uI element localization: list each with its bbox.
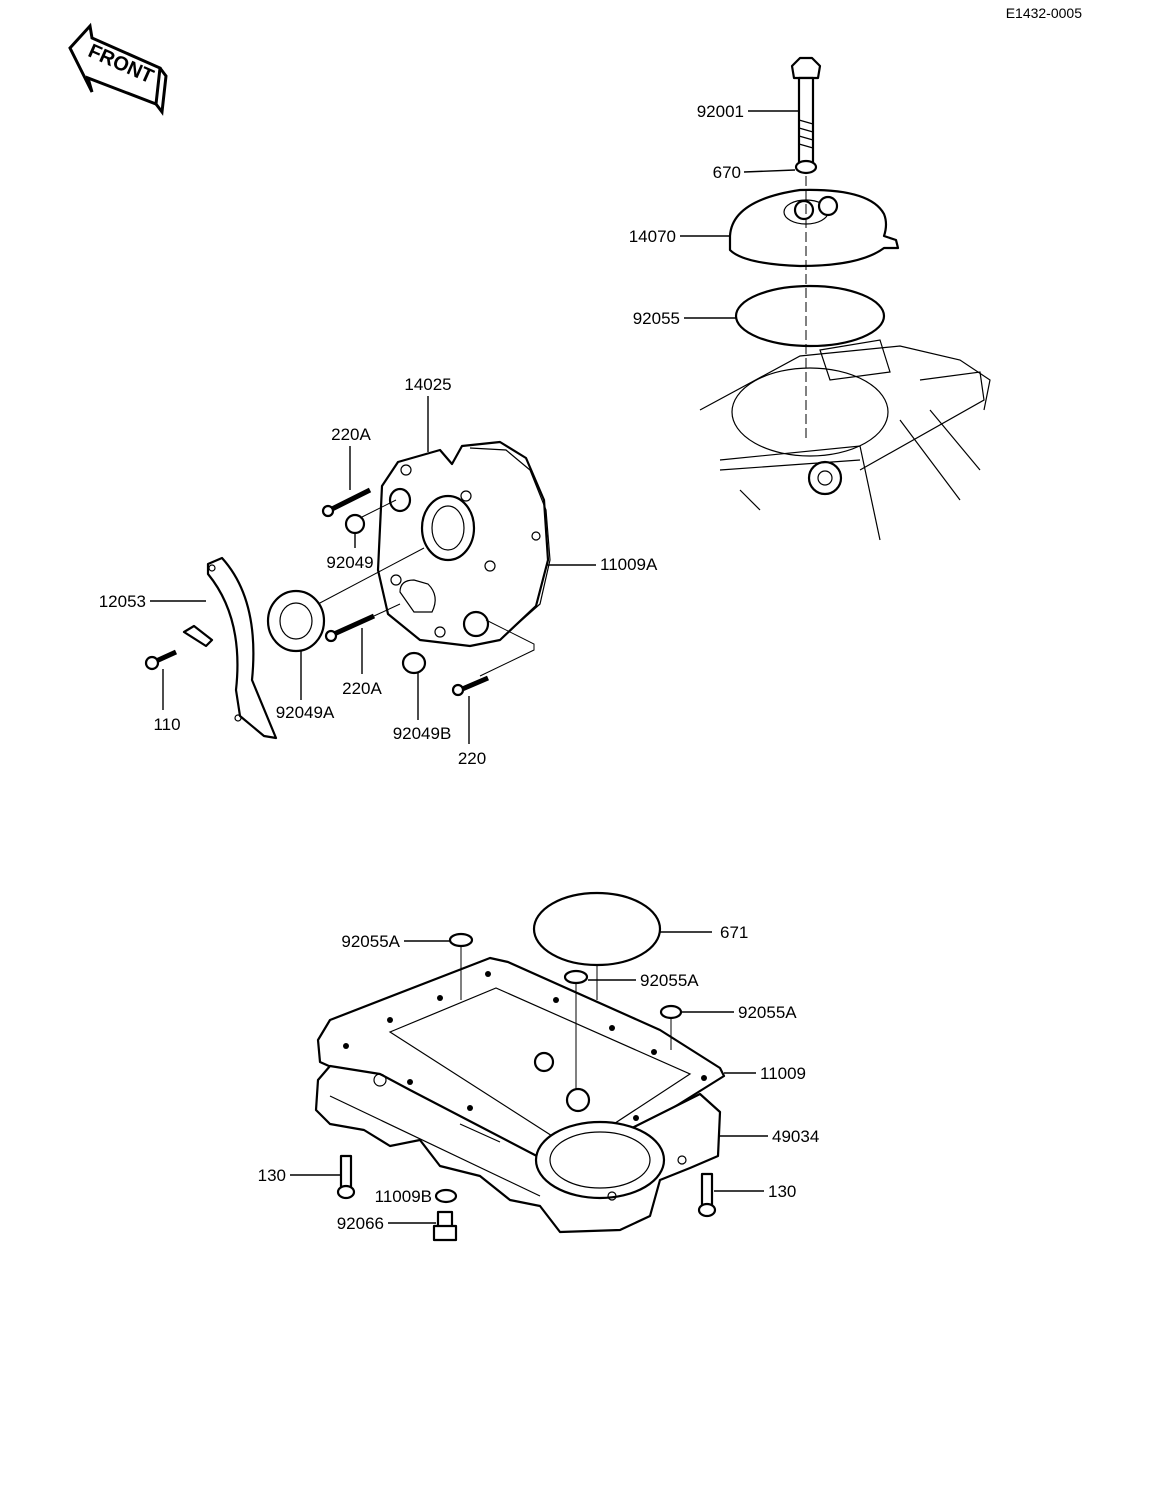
- label-11009: 11009: [760, 1064, 806, 1083]
- screw-220-drawing: [451, 675, 489, 697]
- diagram-code: E1432-0005: [1006, 5, 1083, 21]
- label-670: 670: [713, 163, 741, 182]
- bolt-220A-top-drawing: [321, 487, 372, 518]
- label-92049A: 92049A: [276, 703, 335, 722]
- drain-plug-92066-drawing: [432, 1210, 458, 1242]
- bolt-220A-bottom-drawing: [324, 613, 376, 643]
- label-92055A-left: 92055A: [341, 932, 400, 951]
- label-11009B: 11009B: [375, 1187, 432, 1206]
- washer-92055A-right-drawing: [659, 1004, 683, 1020]
- washer-92055A-mid-drawing: [563, 969, 589, 985]
- label-220: 220: [458, 749, 486, 768]
- label-92049B: 92049B: [393, 724, 452, 743]
- label-130-right: 130: [768, 1182, 796, 1201]
- washer-670-drawing: [794, 159, 818, 175]
- washer-92055A-left-drawing: [448, 932, 474, 948]
- bolt-92001-drawing: [790, 56, 822, 170]
- label-220A-top: 220A: [331, 425, 371, 444]
- label-130-left: 130: [258, 1166, 286, 1185]
- label-14025: 14025: [404, 375, 451, 394]
- label-220A-bottom: 220A: [342, 679, 382, 698]
- o-ring-671-drawing: [532, 891, 662, 967]
- cover-14070-drawing: [728, 188, 900, 268]
- bolt-130-right-drawing: [697, 1172, 717, 1218]
- label-11009A: 11009A: [600, 555, 658, 574]
- label-92055A-mid: 92055A: [640, 971, 699, 990]
- gasket-92055-drawing: [734, 284, 886, 348]
- bolt-130-left-drawing: [336, 1154, 356, 1200]
- bolt-110-drawing: [144, 649, 178, 671]
- label-49034: 49034: [772, 1127, 819, 1146]
- oil-pan-49034-drawing: [314, 1051, 722, 1234]
- label-92049: 92049: [326, 553, 373, 572]
- seal-92049B-drawing: [401, 651, 427, 675]
- label-92055A-right: 92055A: [738, 1003, 797, 1022]
- front-arrow-icon: FRONT: [68, 22, 168, 116]
- label-671: 671: [720, 923, 748, 942]
- cover-14025-drawing: [376, 440, 551, 648]
- engine-top-drawing: [699, 339, 991, 541]
- label-110: 110: [153, 715, 180, 734]
- label-92001: 92001: [697, 102, 744, 121]
- label-92055: 92055: [633, 309, 680, 328]
- label-12053: 12053: [99, 592, 146, 611]
- guide-12053-drawing: [182, 556, 278, 740]
- washer-11009B-drawing: [434, 1188, 458, 1204]
- label-92066: 92066: [337, 1214, 384, 1233]
- oil-seal-92049A-drawing: [266, 589, 326, 653]
- label-14070: 14070: [629, 227, 676, 246]
